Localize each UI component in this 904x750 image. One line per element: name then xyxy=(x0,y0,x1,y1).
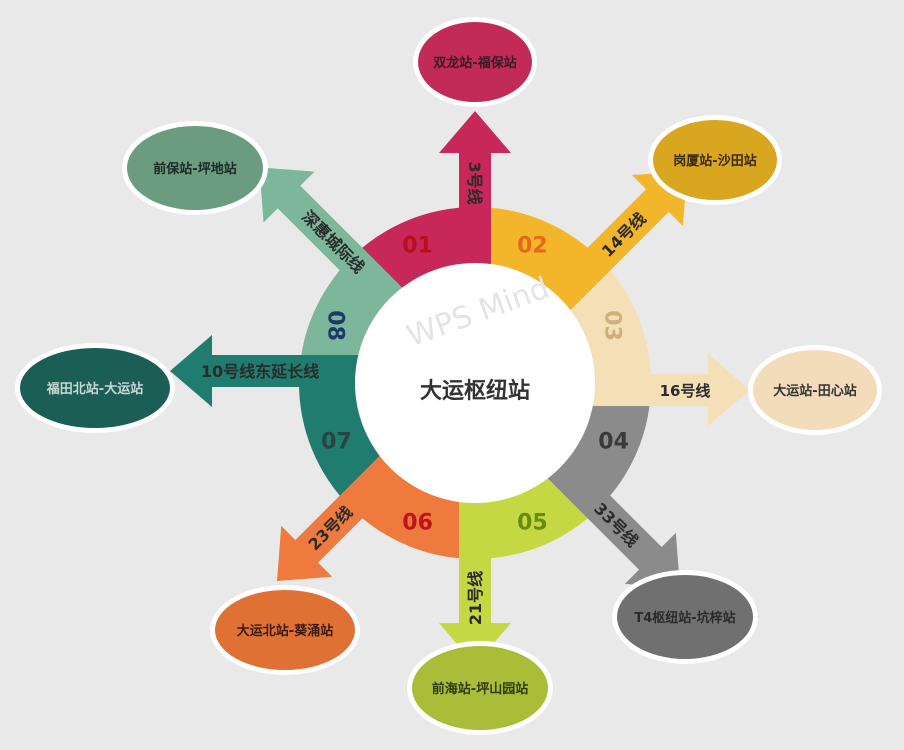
hub-circle xyxy=(355,263,595,503)
station-label: 岗厦站-沙田站 xyxy=(673,153,756,169)
station-ellipse xyxy=(127,126,263,210)
station-ellipse xyxy=(753,350,877,430)
station-ellipse xyxy=(617,575,753,659)
arrow-line-06 xyxy=(277,442,416,581)
arrow-line-01 xyxy=(439,111,511,283)
line-label: 深惠城际线 xyxy=(298,207,368,277)
segment-number: 06 xyxy=(402,511,433,536)
segment-number: 08 xyxy=(322,310,347,341)
line-label: 16号线 xyxy=(660,382,711,400)
line-label: 3号线 xyxy=(465,161,484,204)
segment-number: 03 xyxy=(600,310,625,341)
segment-number: 02 xyxy=(517,233,548,258)
line-label: 21号线 xyxy=(466,571,485,625)
arrow-line-07 xyxy=(170,335,375,407)
station-label: 大运北站-葵涌站 xyxy=(237,623,333,639)
hub-title: 大运枢纽站 xyxy=(420,378,530,404)
station-label: 双龙站-福保站 xyxy=(433,55,516,71)
station-ellipse xyxy=(418,22,532,102)
station-ellipses xyxy=(15,17,882,735)
line-label: 10号线东延长线 xyxy=(201,362,319,381)
station-label: 大运站-田心站 xyxy=(773,383,856,399)
station-ellipse xyxy=(412,646,548,730)
arrow-line-05 xyxy=(439,483,511,665)
station-label: T4枢纽站-坑梓站 xyxy=(634,610,735,626)
arrow-line-04 xyxy=(534,442,681,589)
station-label: 前保站-坪地站 xyxy=(153,161,236,177)
arrow-line-08 xyxy=(259,167,416,324)
segment-number: 01 xyxy=(402,233,433,258)
arrow-line-02 xyxy=(534,170,688,324)
segment-number: 07 xyxy=(321,429,352,454)
arrows xyxy=(170,111,750,665)
segment-number: 04 xyxy=(598,429,629,454)
station-label: 福田北站-大运站 xyxy=(46,381,143,397)
station-label: 前海站-坪山园站 xyxy=(432,681,528,697)
station-ellipse xyxy=(653,120,777,200)
station-ellipse xyxy=(20,348,170,428)
segment-number: 05 xyxy=(517,511,548,536)
arrow-line-03 xyxy=(575,354,750,426)
station-ellipse xyxy=(215,590,355,670)
